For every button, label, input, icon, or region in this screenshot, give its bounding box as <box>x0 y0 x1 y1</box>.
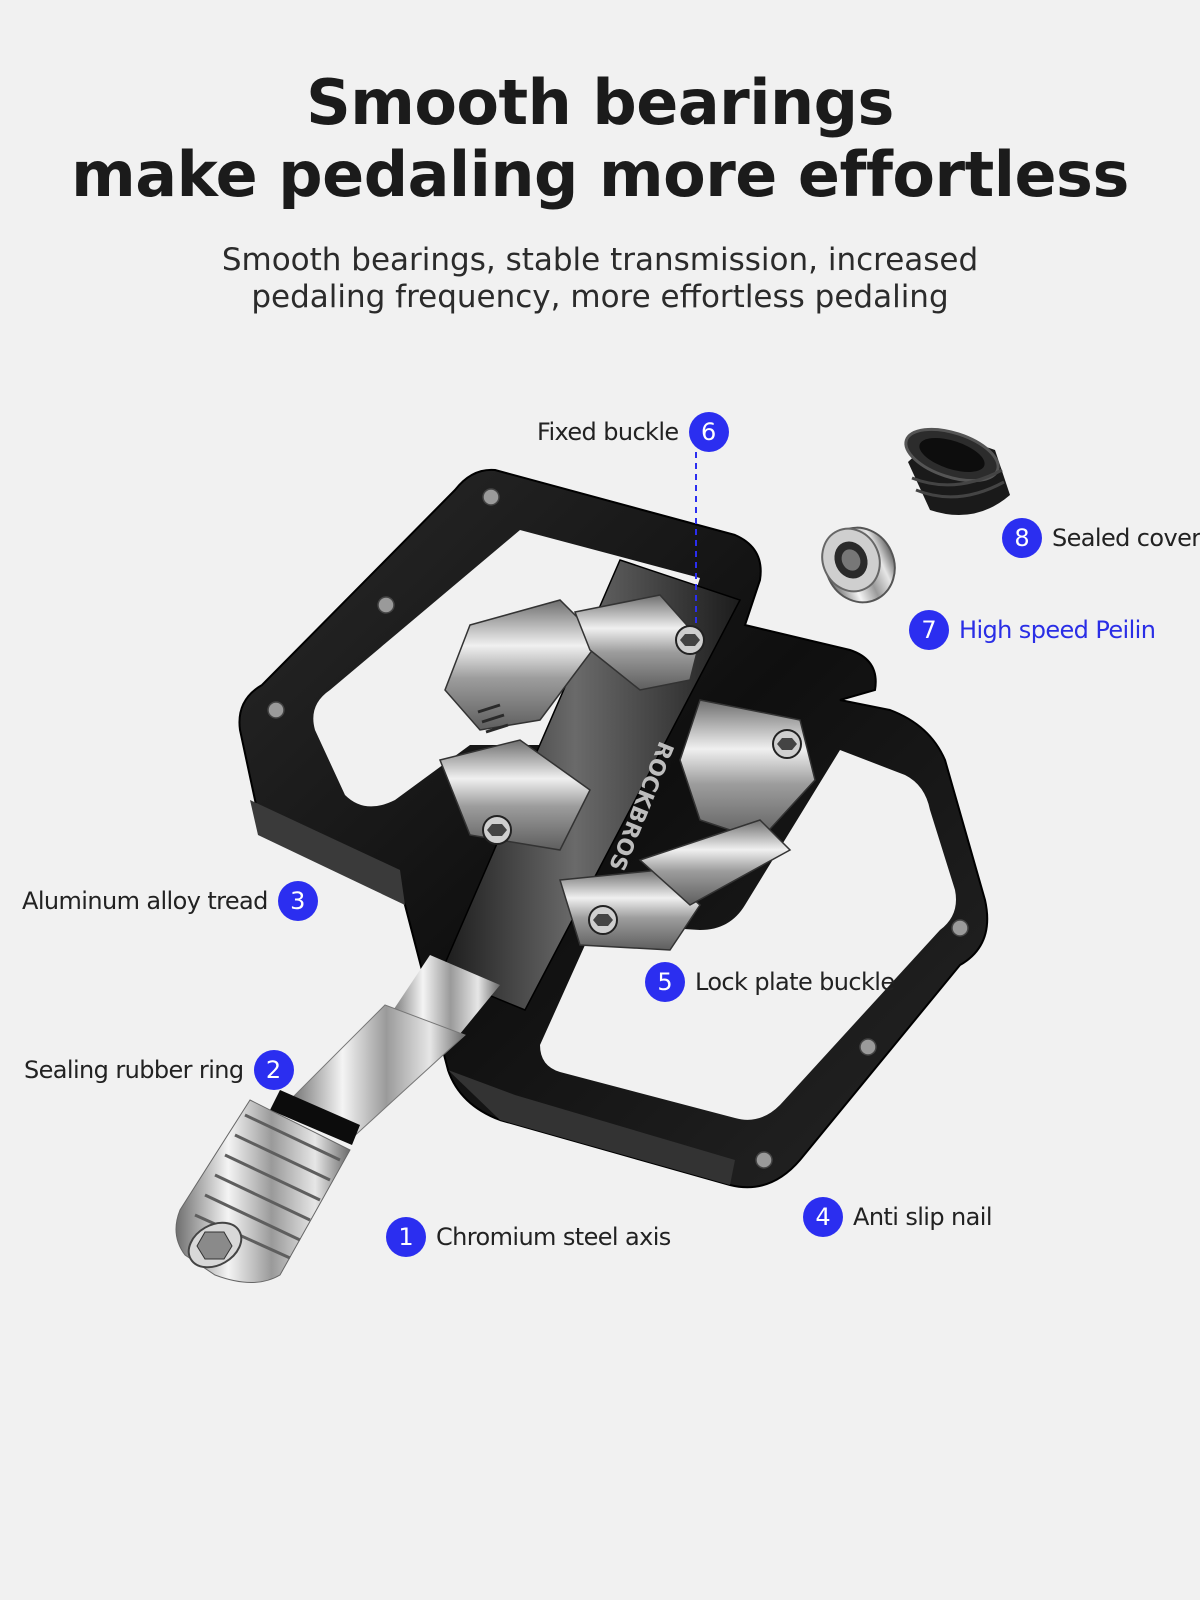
callout-fixed-buckle: Fixed buckle 6 <box>537 412 729 452</box>
callout-sealing-rubber-ring: Sealing rubber ring 2 <box>24 1050 294 1090</box>
callout-badge: 3 <box>277 881 318 921</box>
callout-badge: 5 <box>645 962 685 1002</box>
callout-badge: 7 <box>909 610 949 650</box>
axis-thread <box>175 1099 351 1283</box>
chromium-steel-axis <box>175 955 500 1283</box>
callout-anti-slip-nail: 4 Anti slip nail <box>803 1197 993 1237</box>
callout-aluminum-alloy-tread: Aluminum alloy tread 3 <box>22 881 318 921</box>
anti-slip-nails <box>267 488 969 1169</box>
callout-label: Lock plate buckle <box>695 968 895 996</box>
subtitle-line-2: pedaling frequency, more effortless peda… <box>251 279 949 315</box>
callout-label: High speed Peilin <box>959 616 1156 644</box>
callout-label: Sealed cover <box>1052 524 1200 552</box>
page-title-line-2: make pedaling more effortless <box>71 138 1129 211</box>
callout-label: Fixed buckle <box>537 418 679 446</box>
callout-sealed-cover: 8 Sealed cover <box>1002 518 1200 558</box>
callout-badge: 2 <box>253 1050 294 1090</box>
callout-label: Chromium steel axis <box>436 1223 671 1251</box>
callout-label: Aluminum alloy tread <box>22 887 268 915</box>
subtitle-line-1: Smooth bearings, stable transmission, in… <box>221 242 979 278</box>
callout-badge: 6 <box>688 412 729 452</box>
sealing-rubber-ring <box>270 1090 360 1145</box>
callout-badge: 4 <box>803 1197 843 1237</box>
callout-label: Anti slip nail <box>853 1203 993 1231</box>
sealed-cover <box>904 427 1010 515</box>
callout-badge: 1 <box>386 1217 426 1257</box>
callout-chromium-steel-axis: 1 Chromium steel axis <box>386 1217 671 1257</box>
page-title-line-1: Smooth bearings <box>306 66 894 139</box>
callout-high-speed-peilin: 7 High speed Peilin <box>909 610 1156 650</box>
callout-label: Sealing rubber ring <box>24 1056 244 1084</box>
clip-mechanism <box>438 594 816 951</box>
high-speed-bearing <box>821 526 896 604</box>
callout-lock-plate-buckle: 5 Lock plate buckle <box>645 962 895 1002</box>
callout-badge: 8 <box>1002 518 1042 558</box>
